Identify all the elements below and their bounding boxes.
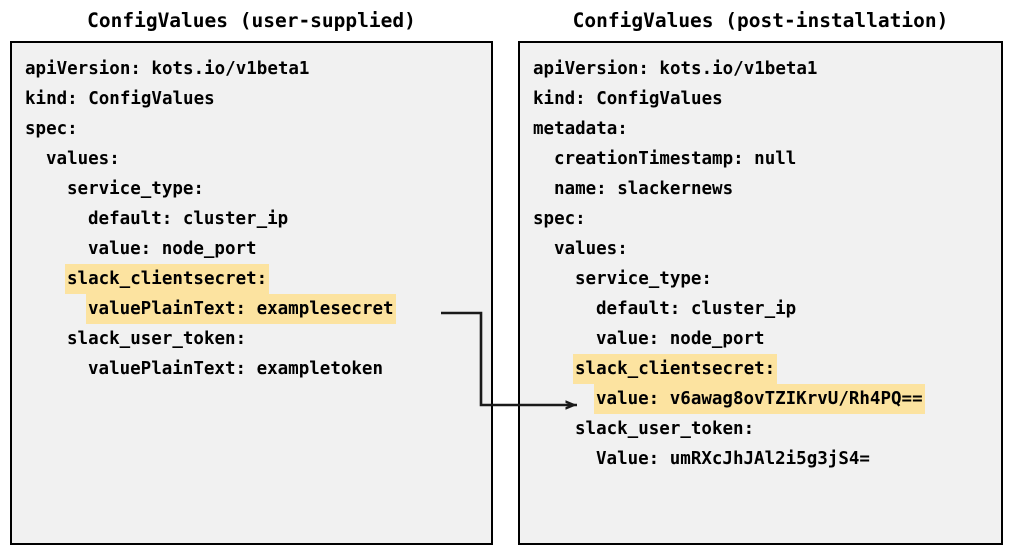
yaml-block-post-installation: apiVersion: kots.io/v1beta1 kind: ConfigV…	[520, 43, 1001, 474]
yaml-block-user-supplied: apiVersion: kots.io/v1beta1 kind: ConfigV…	[12, 43, 491, 384]
yaml-line: Value: umRXcJhJAl2i5g3jS4=	[520, 444, 1001, 474]
yaml-line-text: valuePlainText: examplesecret	[86, 294, 396, 324]
yaml-line: slack_clientsecret:	[520, 354, 1001, 384]
yaml-line: slack_user_token:	[12, 324, 491, 354]
yaml-line: values:	[520, 234, 1001, 264]
yaml-line: valuePlainText: exampletoken	[12, 354, 491, 384]
yaml-line: apiVersion: kots.io/v1beta1	[520, 54, 1001, 84]
panel-user-supplied: apiVersion: kots.io/v1beta1 kind: ConfigV…	[10, 41, 493, 545]
yaml-line-text: value: node_port	[88, 239, 257, 259]
yaml-line-text: metadata:	[533, 119, 628, 139]
panel-title-post-installation: ConfigValues (post-installation)	[572, 9, 949, 32]
yaml-line: service_type:	[520, 264, 1001, 294]
panel-post-installation: apiVersion: kots.io/v1beta1 kind: ConfigV…	[518, 41, 1003, 545]
yaml-line: value: node_port	[520, 324, 1001, 354]
yaml-line-text: Value: umRXcJhJAl2i5g3jS4=	[596, 449, 870, 469]
yaml-line-text: creationTimestamp: null	[554, 149, 797, 169]
yaml-line: kind: ConfigValues	[520, 84, 1001, 114]
yaml-line: slack_user_token:	[520, 414, 1001, 444]
yaml-line-text: spec:	[25, 119, 78, 139]
panel-title-user-supplied: ConfigValues (user-supplied)	[87, 9, 416, 32]
yaml-line: name: slackernews	[520, 174, 1001, 204]
yaml-line-text: slack_clientsecret:	[573, 354, 778, 384]
yaml-line-text: slack_user_token:	[67, 329, 247, 349]
yaml-line-text: default: cluster_ip	[596, 299, 797, 319]
yaml-line-text: value: v6awag8ovTZIKrvU/Rh4PQ==	[594, 384, 925, 414]
yaml-line-text: slack_clientsecret:	[65, 264, 270, 294]
yaml-line: spec:	[12, 114, 491, 144]
yaml-line-text: value: node_port	[596, 329, 765, 349]
yaml-line: values:	[12, 144, 491, 174]
yaml-line: apiVersion: kots.io/v1beta1	[12, 54, 491, 84]
yaml-line-text: kind: ConfigValues	[25, 89, 215, 109]
yaml-line-text: apiVersion: kots.io/v1beta1	[25, 59, 310, 79]
yaml-line-text: kind: ConfigValues	[533, 89, 723, 109]
yaml-line-text: apiVersion: kots.io/v1beta1	[533, 59, 818, 79]
yaml-line: metadata:	[520, 114, 1001, 144]
yaml-line-text: values:	[46, 149, 120, 169]
yaml-line: value: node_port	[12, 234, 491, 264]
yaml-line: spec:	[520, 204, 1001, 234]
yaml-line: valuePlainText: examplesecret	[12, 294, 491, 324]
yaml-line-text: service_type:	[67, 179, 204, 199]
yaml-line-text: values:	[554, 239, 628, 259]
yaml-line: creationTimestamp: null	[520, 144, 1001, 174]
yaml-line: default: cluster_ip	[520, 294, 1001, 324]
yaml-line-text: service_type:	[575, 269, 712, 289]
yaml-line: slack_clientsecret:	[12, 264, 491, 294]
yaml-line: service_type:	[12, 174, 491, 204]
yaml-line: value: v6awag8ovTZIKrvU/Rh4PQ==	[520, 384, 1001, 414]
yaml-line-text: spec:	[533, 209, 586, 229]
yaml-line-text: valuePlainText: exampletoken	[88, 359, 384, 379]
yaml-line-text: slack_user_token:	[575, 419, 755, 439]
yaml-line: default: cluster_ip	[12, 204, 491, 234]
yaml-line-text: name: slackernews	[554, 179, 734, 199]
yaml-line: kind: ConfigValues	[12, 84, 491, 114]
yaml-line-text: default: cluster_ip	[88, 209, 289, 229]
